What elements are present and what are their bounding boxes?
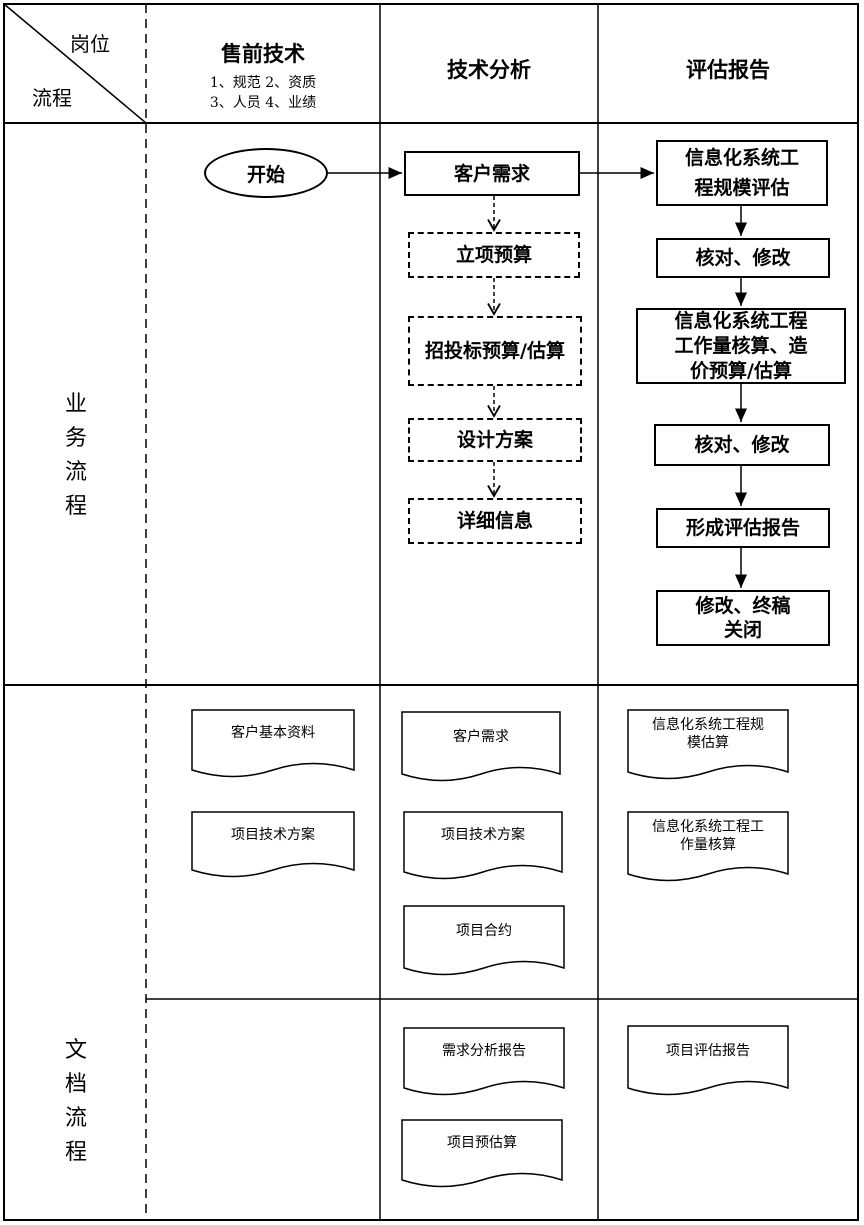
doc-shape-9: [401, 1119, 563, 1188]
header-col3-title: 评估报告: [686, 57, 770, 82]
node-design-plan: 设计方案: [408, 418, 582, 462]
outer-border: [3, 3, 859, 1221]
corner-label-process: 流程: [32, 86, 72, 110]
doc-customer-demand: 客户需求: [453, 729, 509, 745]
node-tender-budget: 招投标预算/估算: [408, 316, 582, 386]
doc-shape-2: [191, 811, 355, 878]
start-node: 开始: [204, 148, 328, 198]
doc-project-pre-estimate: 项目预估算: [447, 1135, 517, 1151]
doc-project-contract: 项目合约: [456, 923, 512, 939]
node-scale-assessment: 信息化系统工 程规模评估: [656, 140, 828, 206]
section-label-business: 业务流程: [64, 392, 87, 519]
corner-label-position: 岗位: [70, 32, 110, 56]
node-check-revise-1: 核对、修改: [656, 238, 830, 278]
doc-shape-1: [191, 709, 355, 778]
node-project-budget: 立项预算: [408, 232, 580, 278]
node-final-close: 修改、终稿 关闭: [656, 590, 830, 646]
doc-demand-analysis-report: 需求分析报告: [442, 1043, 526, 1059]
doc-scale-estimate: 信息化系统工程规 模估算: [652, 717, 764, 751]
node-form-report: 形成评估报告: [656, 508, 830, 548]
header-col2-title: 技术分析: [447, 57, 531, 82]
header-col1-sub-line2: 3、人员 4、业绩: [209, 95, 317, 111]
node-customer-demand: 客户需求: [404, 151, 580, 196]
node-detail-info: 详细信息: [408, 498, 582, 544]
node-check-revise-2: 核对、修改: [654, 424, 830, 466]
doc-shape-3: [401, 711, 561, 782]
doc-shape-10: [627, 1025, 789, 1096]
doc-shape-5: [403, 905, 565, 976]
doc-workload-costing: 信息化系统工程工 作量核算: [652, 819, 764, 853]
node-workload-costing: 信息化系统工程 工作量核算、造 价预算/估算: [636, 308, 846, 384]
doc-shape-4: [403, 811, 563, 880]
doc-project-tech-plan-1: 项目技术方案: [231, 827, 315, 843]
doc-project-assessment-report: 项目评估报告: [666, 1043, 750, 1059]
header-col1-title: 售前技术: [221, 41, 305, 66]
doc-shape-8: [403, 1027, 565, 1096]
doc-project-tech-plan-2: 项目技术方案: [441, 827, 525, 843]
doc-shape-6: [627, 709, 789, 780]
doc-customer-basic-info: 客户基本资料: [231, 725, 315, 741]
doc-shape-7: [627, 811, 789, 882]
section-label-documents: 文档流程: [64, 1038, 87, 1165]
header-col1-sub-line1: 1、规范 2、资质: [209, 75, 317, 91]
corner-diagonal: [3, 3, 147, 124]
